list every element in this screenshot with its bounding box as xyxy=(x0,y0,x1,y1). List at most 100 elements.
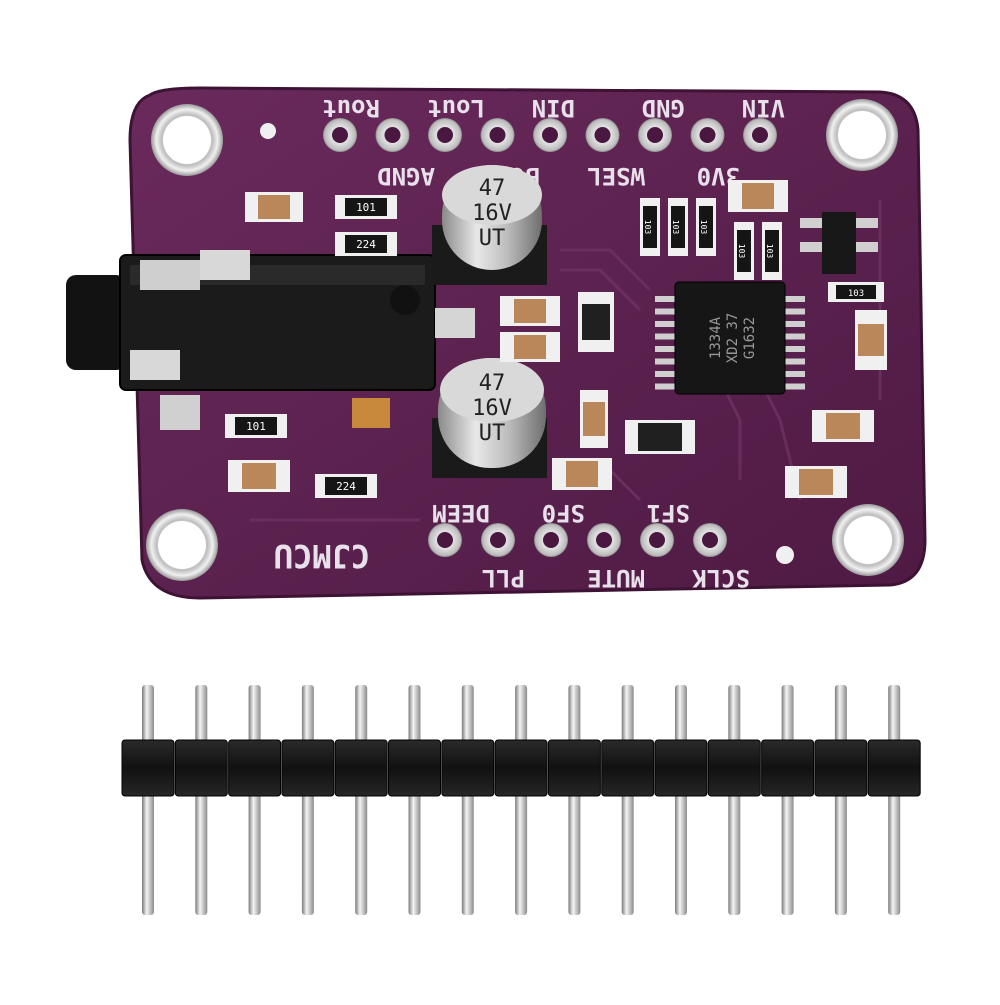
header-pin xyxy=(621,685,634,915)
cap-label-line2: 16V xyxy=(472,201,512,226)
cap-label-line2: 16V xyxy=(472,396,512,421)
header-plastic-block xyxy=(814,739,868,797)
resistor-label: 101 xyxy=(356,201,376,214)
pin-pad xyxy=(375,118,410,152)
pin-label-wsel: WSEL xyxy=(587,162,645,190)
pin-pad xyxy=(534,523,568,557)
ceramic-capacitor xyxy=(785,466,847,498)
pin-header xyxy=(121,685,921,915)
header-pin xyxy=(248,685,261,915)
header-pin xyxy=(834,685,847,915)
pin-label-din: DIN xyxy=(532,94,575,122)
pin-pad xyxy=(690,118,725,152)
smd-resistor: 101 xyxy=(225,414,287,438)
pin-label-lout: Lout xyxy=(427,94,485,122)
chip-pin xyxy=(655,321,679,327)
electrolytic-capacitor: 47 16V UT xyxy=(432,165,547,285)
header-pin xyxy=(408,685,421,915)
cap-label-line3: UT xyxy=(479,226,506,251)
smd-resistor: 224 xyxy=(315,474,377,498)
pin-label-sf0: SF0 xyxy=(542,499,585,527)
chip-pin xyxy=(781,308,805,315)
header-pin xyxy=(142,685,154,915)
header-plastic-block xyxy=(334,739,388,797)
mounting-hole xyxy=(832,504,904,576)
header-pin xyxy=(461,685,474,915)
chip-pin xyxy=(655,333,679,340)
resistor-label: 103 xyxy=(848,289,864,299)
resistor-label: 103 xyxy=(737,244,746,259)
mounting-hole xyxy=(826,99,898,171)
chip-pin xyxy=(781,371,805,377)
mounting-hole xyxy=(151,104,223,176)
header-pin xyxy=(781,685,794,915)
header-plastic-block xyxy=(121,739,175,797)
resistor-label: 103 xyxy=(699,220,708,235)
chip-pin xyxy=(781,346,805,352)
smd-component xyxy=(578,292,614,352)
smd-resistor: 103 xyxy=(828,282,884,302)
ceramic-capacitor xyxy=(228,460,290,492)
pin-pad xyxy=(323,118,357,152)
cap-label-line1: 47 xyxy=(479,371,506,396)
header-plastic-block xyxy=(867,739,921,797)
smd-resistor: 224 xyxy=(335,232,397,256)
resistor-label: 224 xyxy=(336,480,356,493)
chip-pin xyxy=(781,321,805,327)
pin-label-agnd: AGND xyxy=(377,162,435,190)
smd-resistor: 103 xyxy=(734,222,754,280)
pin-label-vin: VIN xyxy=(742,94,785,122)
header-plastic-block xyxy=(441,739,495,797)
ceramic-capacitor xyxy=(552,458,612,490)
cap-label-line1: 47 xyxy=(479,176,506,201)
resistor-label: 101 xyxy=(246,420,266,433)
header-plastic-block xyxy=(281,739,335,797)
ceramic-capacitor xyxy=(728,180,788,212)
header-plastic-block xyxy=(761,739,815,797)
smd-resistor: 103 xyxy=(696,198,716,256)
chip-pin xyxy=(655,308,679,315)
pin-label-mute: MUTE xyxy=(587,564,645,592)
brand-label: CJMCU xyxy=(274,537,370,575)
smd-resistor: 103 xyxy=(668,198,688,256)
header-plastic-block xyxy=(494,739,548,797)
smd-resistor: 103 xyxy=(640,198,660,256)
header-pin xyxy=(888,685,901,915)
chip-pin xyxy=(781,333,805,340)
bottom-pin-pads xyxy=(428,523,727,557)
header-pin xyxy=(515,685,528,915)
header-pin xyxy=(728,685,741,915)
header-pin xyxy=(301,685,314,915)
chip-pin xyxy=(781,358,805,365)
via xyxy=(776,546,794,564)
chip-marking-line2: XD2 37 xyxy=(725,313,741,364)
ceramic-capacitor xyxy=(500,296,560,326)
resistor-label: 224 xyxy=(356,238,376,251)
pin-label-sf1: SF1 xyxy=(647,499,690,527)
pin-pad xyxy=(428,118,462,152)
pin-pad xyxy=(587,523,621,557)
pin-pad xyxy=(533,118,567,152)
pin-label-deem: DEEM xyxy=(432,499,490,527)
chip-pin xyxy=(655,358,679,365)
header-plastic-block xyxy=(707,739,761,797)
resistor-label: 103 xyxy=(643,220,652,235)
smd-resistor: 103 xyxy=(762,222,782,280)
pin-label-sclk: SCLK xyxy=(692,564,750,592)
smd-resistor: 101 xyxy=(335,195,397,219)
chip-marking-line1: 1334A xyxy=(708,316,724,359)
cap-label-line3: UT xyxy=(479,421,506,446)
header-plastic-block xyxy=(174,739,228,797)
audio-jack xyxy=(66,250,475,430)
ceramic-capacitor xyxy=(855,310,887,370)
header-pin xyxy=(195,685,208,915)
chip-pin xyxy=(655,346,679,352)
chip-marking-line3: G1632 xyxy=(742,317,758,359)
pin-label-gnd: GND xyxy=(642,94,685,122)
electrolytic-capacitor: 47 16V UT xyxy=(432,358,547,478)
header-plastic-block xyxy=(547,739,601,797)
header-plastic-block xyxy=(228,739,282,797)
ceramic-capacitor xyxy=(500,332,560,362)
ceramic-capacitor xyxy=(812,410,874,442)
